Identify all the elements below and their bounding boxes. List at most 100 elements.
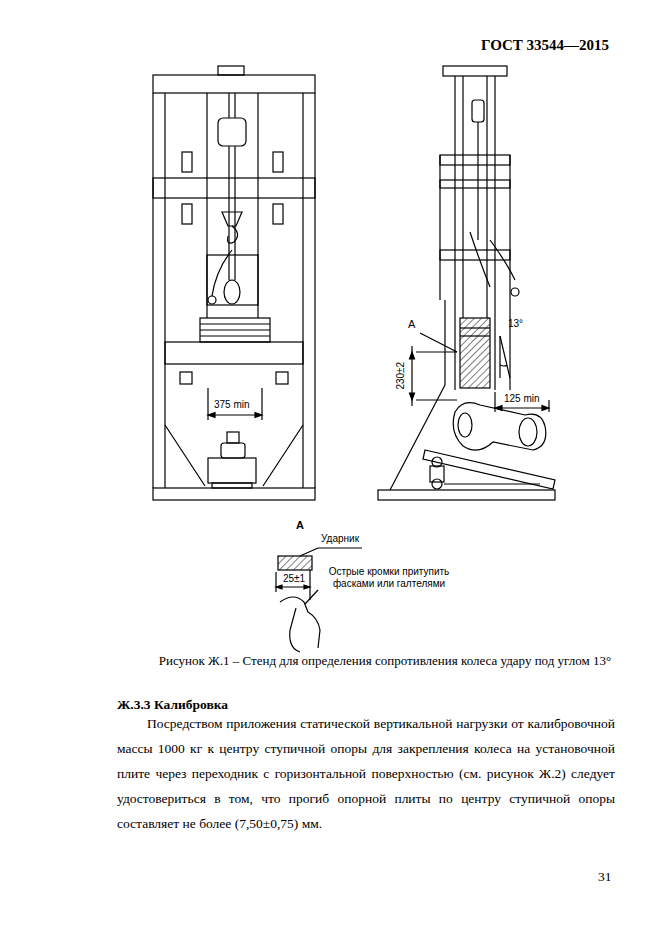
stand-side-view-part — [477, 122, 478, 240]
page-number: 31 — [598, 869, 612, 885]
angle-label: 13° — [508, 318, 523, 330]
detail-a-view-part — [309, 570, 310, 600]
detail-a-view-part — [305, 590, 318, 604]
stand-side-view-part — [432, 479, 442, 489]
stand-side-view-part — [458, 413, 472, 437]
detail-a-view-part — [290, 608, 300, 652]
stand-side-view-part — [500, 365, 507, 366]
stand-side-view-part — [440, 155, 510, 165]
stand-side-view-part — [444, 483, 540, 484]
detail-a-view-part — [275, 572, 276, 592]
stand-side-view-part — [495, 407, 549, 408]
stand-front-view-part — [153, 75, 315, 93]
stand-front-view-part — [200, 335, 270, 336]
stand-front-view-part — [212, 483, 252, 488]
dimension-label: 375 min — [214, 399, 250, 411]
stand-front-view-part — [234, 93, 235, 118]
view-marker: A — [296, 519, 304, 532]
stand-side-view-part — [548, 400, 549, 412]
stand-front-view-part — [164, 93, 165, 488]
stand-side-view-part — [462, 76, 463, 318]
detail-a-view-part — [278, 556, 312, 570]
stand-front-view-part — [182, 204, 192, 224]
stand-front-view-part — [228, 93, 229, 118]
stand-side-view-part — [470, 232, 490, 287]
stand-front-view-part — [273, 152, 283, 172]
body-paragraph: Посредством приложения статической верти… — [117, 711, 615, 836]
stand-front-view-part — [153, 488, 315, 500]
stand-side-view-part — [444, 300, 445, 385]
stand-front-view-part — [200, 329, 270, 330]
stand-side-view-part — [439, 155, 440, 300]
stand-front-view-part — [228, 226, 238, 243]
stand-side-view — [378, 66, 555, 500]
part-name: Ударник — [321, 533, 359, 545]
stand-side-view-part — [460, 327, 490, 328]
stand-front-view-part — [200, 323, 270, 324]
stand-side-view-part — [494, 76, 495, 390]
stand-front-view-part — [273, 204, 283, 224]
stand-front-view-part — [218, 118, 246, 146]
stand-front-view-part — [208, 413, 262, 418]
stand-side-view-part — [440, 180, 510, 188]
stand-front-view-part — [314, 93, 315, 488]
stand-front-view-part — [222, 212, 242, 226]
dimension-label: 125 min — [504, 393, 540, 405]
stand-side-view-part — [423, 450, 555, 489]
stand-front-view-part — [208, 296, 216, 304]
stand-side-view-part — [420, 333, 457, 352]
stand-front-view — [153, 66, 315, 500]
stand-side-view-part — [460, 318, 490, 388]
detail-a-view-part — [276, 585, 310, 589]
stand-front-view-part — [228, 146, 229, 280]
stand-side-view-part — [490, 240, 515, 280]
dimension-label: 25±1 — [283, 573, 305, 585]
stand-front-view-part — [207, 255, 258, 305]
stand-side-view-part — [416, 399, 457, 400]
stand-front-view-part — [208, 458, 256, 483]
stand-side-view-part — [500, 336, 510, 378]
stand-front-view-part — [276, 372, 288, 384]
stand-front-view-part — [227, 432, 239, 443]
stand-side-view-part — [378, 490, 555, 500]
detail-a-view — [276, 548, 362, 652]
document-number: ГОСТ 33544—2015 — [481, 37, 609, 54]
detail-a-view-part — [300, 548, 318, 556]
stand-front-view-part — [221, 443, 245, 458]
stand-side-view-part — [509, 155, 510, 300]
stand-side-view-part — [430, 466, 444, 482]
stand-side-view-part — [410, 352, 415, 400]
stand-side-view-part — [519, 418, 537, 446]
stand-side-view-part — [453, 403, 546, 451]
stand-front-view-part — [153, 178, 315, 198]
figure-caption: Рисунок Ж.1 – Стенд для определения сопр… — [110, 653, 660, 669]
stand-front-view-part — [263, 425, 303, 486]
stand-front-view-part — [212, 250, 232, 296]
stand-front-view-part — [200, 318, 270, 342]
stand-side-view-part — [416, 351, 457, 352]
stand-front-view-part — [302, 93, 303, 488]
stand-front-view-part — [152, 93, 153, 488]
stand-front-view-part — [180, 372, 192, 384]
stand-front-view-part — [165, 425, 205, 486]
stand-side-view-part — [440, 250, 510, 260]
stand-front-view-part — [234, 146, 235, 280]
stand-side-view-part — [499, 336, 500, 378]
dimension-label: 230±2 — [395, 362, 407, 390]
stand-front-view-part — [224, 280, 240, 304]
view-marker: A — [408, 318, 415, 331]
stand-side-view-part — [443, 66, 507, 76]
detail-a-view-part — [280, 597, 320, 648]
stand-front-view-part — [165, 342, 303, 364]
stand-side-view-part — [454, 76, 455, 390]
stand-side-view-part — [390, 385, 445, 490]
stand-front-view-part — [182, 152, 192, 172]
stand-side-view-part — [472, 100, 484, 122]
stand-side-view-part — [460, 335, 490, 336]
section-heading: Ж.3.3 Калибровка — [117, 697, 228, 713]
stand-side-view-part — [511, 288, 519, 296]
stand-front-view-part — [218, 66, 244, 75]
detail-a-view-part — [318, 547, 362, 548]
stand-front-view-part — [208, 414, 262, 415]
